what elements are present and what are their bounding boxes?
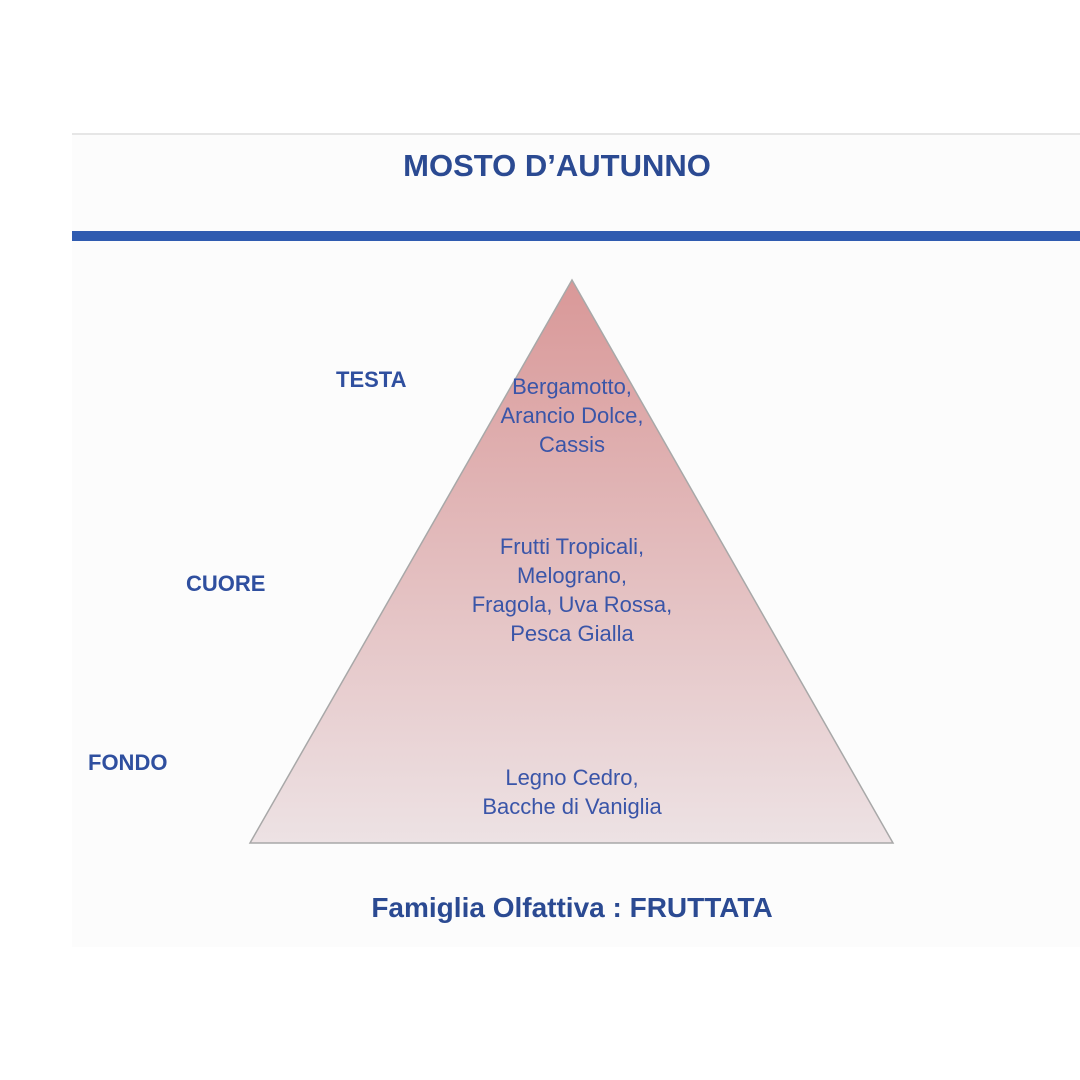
title-divider: [72, 231, 1080, 241]
note: Pesca Gialla: [510, 621, 634, 646]
note: Bergamotto,: [512, 374, 632, 399]
note: Melograno,: [516, 563, 628, 588]
olfactory-family: Famiglia Olfattiva : FRUTTATA: [371, 892, 773, 923]
notes-cuore: Frutti Tropicali, Melograno, Fragola, Uv…: [372, 532, 772, 648]
note: Fragola, Uva Rossa,: [471, 592, 673, 617]
note: Frutti Tropicali,: [499, 534, 645, 559]
level-label-cuore: CUORE: [186, 571, 266, 596]
level-label-testa: TESTA: [336, 367, 407, 392]
note: Cassis: [538, 432, 605, 457]
note: Legno Cedro,: [505, 765, 639, 790]
note: Arancio Dolce,: [500, 403, 644, 428]
notes-fondo: Legno Cedro, Bacche di Vaniglia: [372, 763, 772, 821]
pyramid-shape: [248, 278, 895, 844]
page-title: MOSTO D’AUTUNNO: [403, 148, 711, 183]
level-label-fondo: FONDO: [88, 750, 168, 775]
notes-testa: Bergamotto, Arancio Dolce, Cassis: [372, 372, 772, 459]
note: Bacche di Vaniglia: [482, 794, 662, 819]
